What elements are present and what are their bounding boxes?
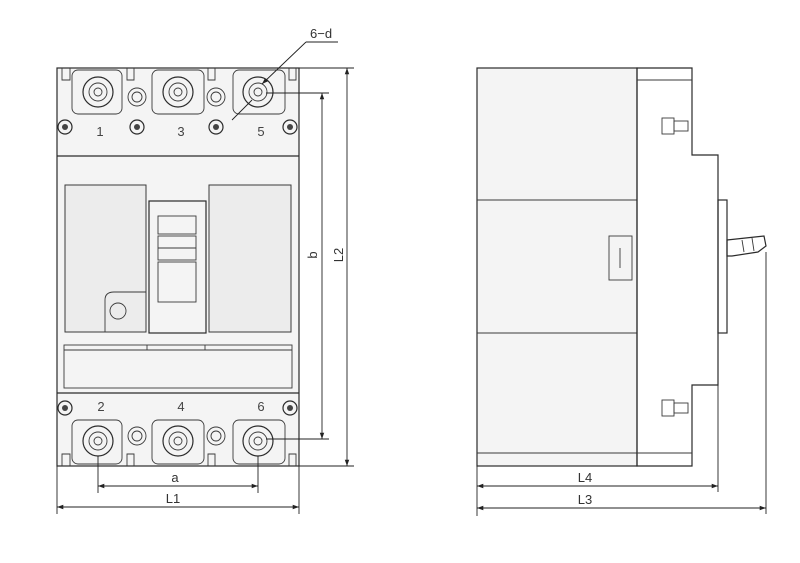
- terminal-number-4: 4: [177, 399, 184, 414]
- dimension-a-label: a: [171, 470, 179, 485]
- side-view: L4 L3: [476, 67, 767, 516]
- front-view: 1 3 5 2 4 6: [56, 26, 354, 514]
- terminal-number-5: 5: [257, 124, 264, 139]
- terminal-number-3: 3: [177, 124, 184, 139]
- terminal-number-1: 1: [96, 124, 103, 139]
- handle-bottom: [157, 261, 197, 303]
- dimension-L3-label: L3: [578, 492, 592, 507]
- top-screws: [57, 119, 298, 135]
- indicator-hole: [109, 302, 127, 320]
- hole-callout-label: 6−d: [310, 26, 332, 41]
- lower-clip: [661, 399, 675, 417]
- dimension-L4-label: L4: [578, 470, 592, 485]
- side-latch: [608, 235, 633, 281]
- terminal-number-6: 6: [257, 399, 264, 414]
- right-side-panel: [208, 184, 292, 333]
- dimension-a: a: [97, 456, 259, 493]
- dimension-L2: L2: [299, 67, 354, 467]
- dimension-L1-label: L1: [166, 491, 180, 506]
- handle-top: [157, 215, 197, 235]
- terminal-number-2: 2: [97, 399, 104, 414]
- dimension-L2-label: L2: [331, 248, 346, 262]
- hole-callout: 6−d: [231, 26, 338, 121]
- dimension-b-label: b: [305, 251, 320, 258]
- handle-window: [148, 200, 207, 334]
- dimension-L3: L3: [477, 252, 767, 514]
- handle-base-plate: [717, 199, 728, 334]
- dimension-L1: L1: [56, 466, 300, 514]
- side-body-outline: [476, 67, 638, 467]
- upper-clip: [661, 117, 675, 135]
- left-side-panel: [64, 184, 147, 333]
- bottom-screws: [57, 400, 298, 416]
- side-cover-profile: [636, 67, 719, 467]
- dimension-b: b: [266, 92, 329, 440]
- dimension-L4: L4: [476, 385, 719, 516]
- bottom-cover-strip: [63, 344, 293, 389]
- handle-lever: [726, 235, 767, 257]
- top-terminals: [61, 68, 297, 115]
